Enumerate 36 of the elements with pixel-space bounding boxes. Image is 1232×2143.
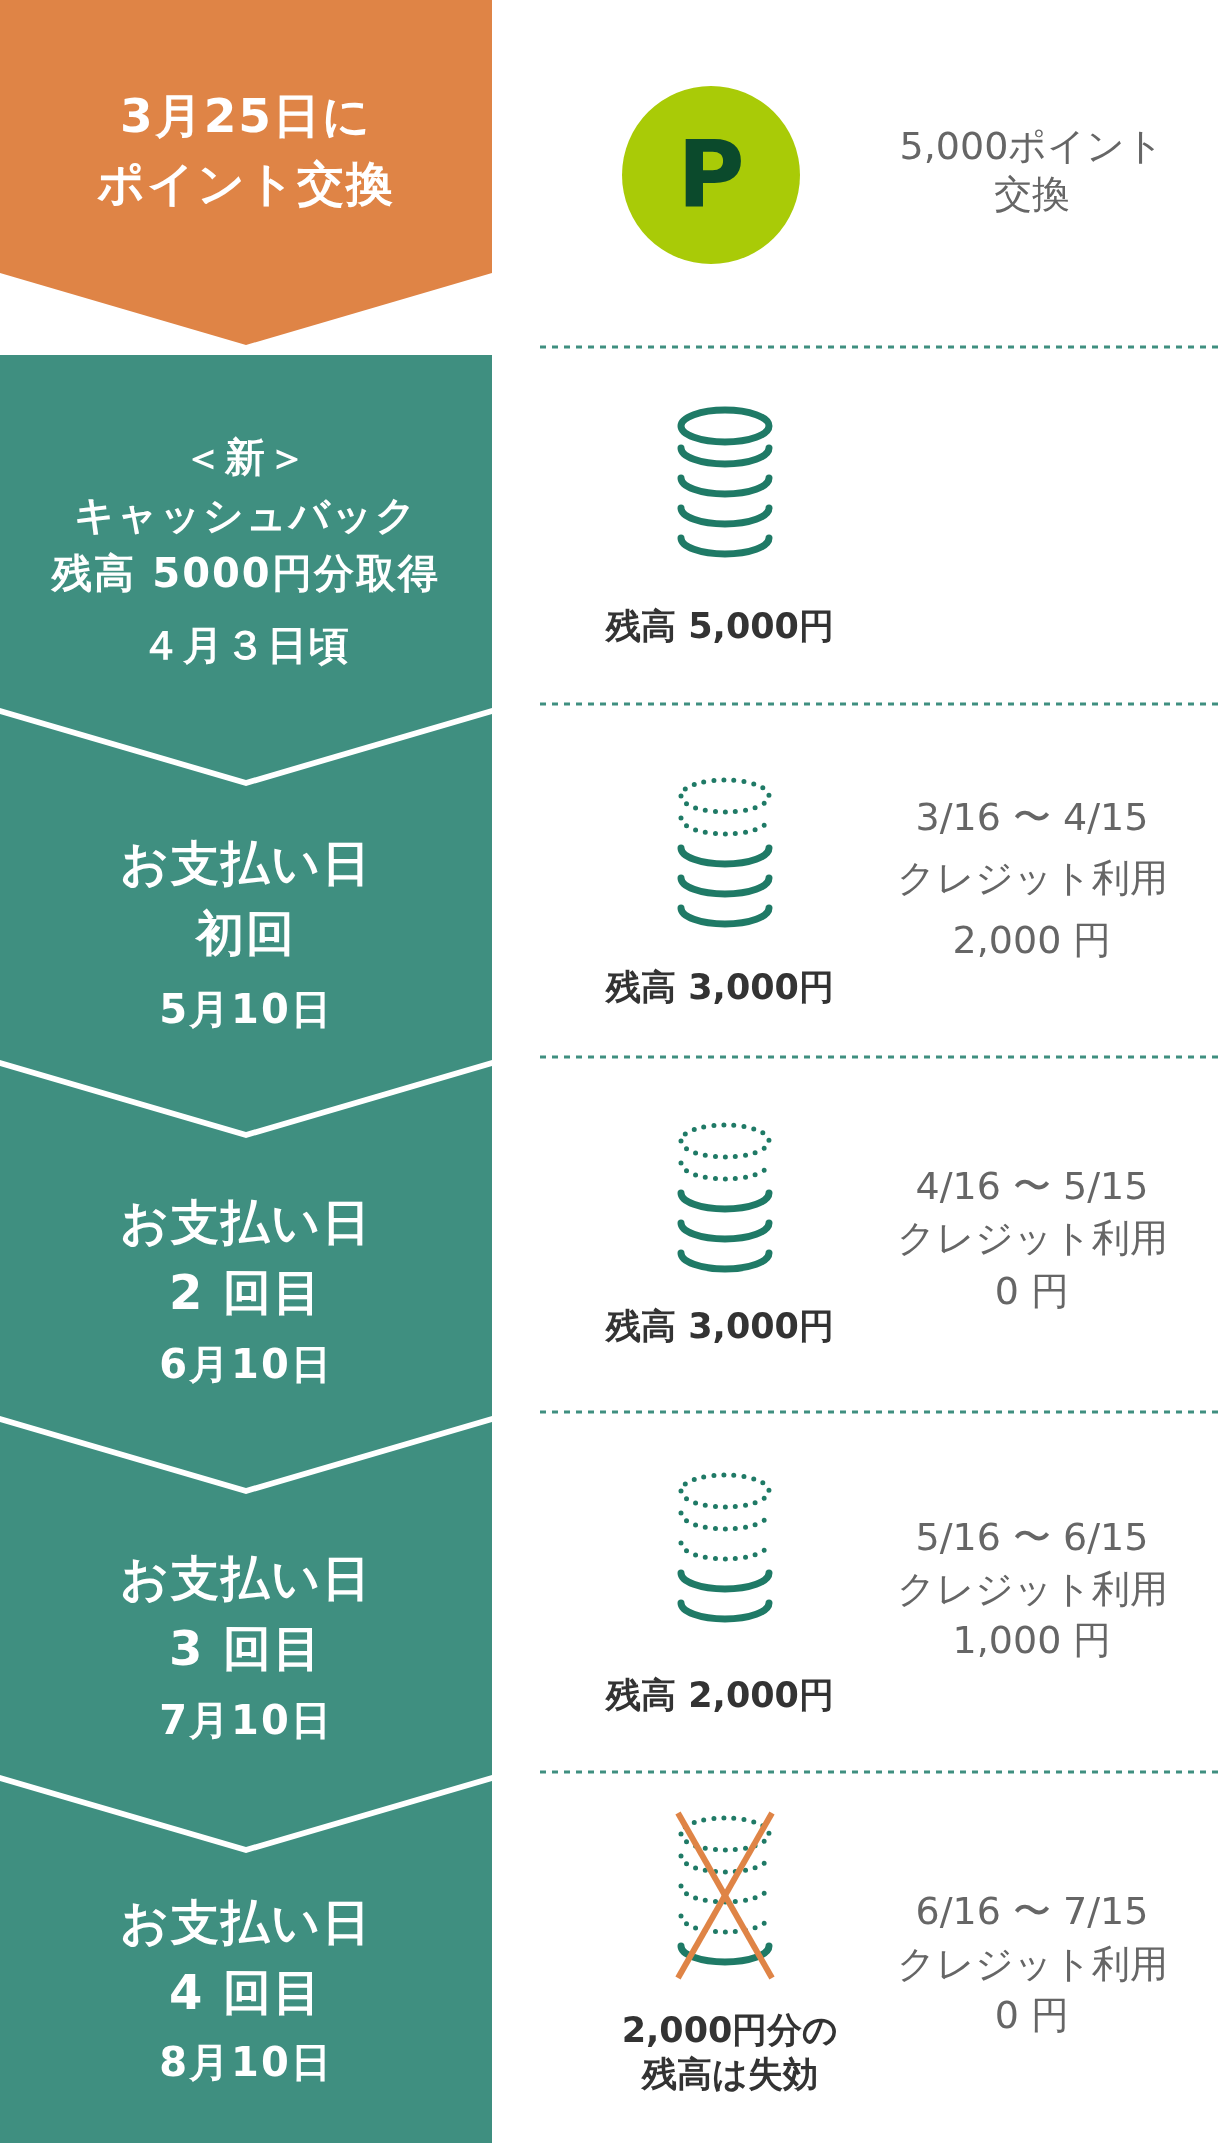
balance-text: 残高 2,000円	[606, 1673, 834, 1717]
date-text: 5月10日	[159, 985, 333, 1034]
usage-text: クレジット利用	[896, 1215, 1168, 1263]
balance-text: 残高 3,000円	[606, 965, 834, 1009]
exchange-note: 5,000ポイント交換	[899, 122, 1165, 217]
band-heading: お支払い日2 回目	[120, 1193, 372, 1322]
usage-text: クレジット利用	[896, 1566, 1168, 1614]
band-heading: お支払い日3 回目	[120, 1549, 372, 1678]
chevron-band	[0, 714, 492, 1132]
chevron-band	[0, 355, 492, 780]
amount-text: 0 円	[994, 1992, 1070, 2040]
usage-text: クレジット利用	[896, 855, 1168, 903]
date-text: 7月10日	[159, 1696, 333, 1745]
band-heading: お支払い日初回	[120, 834, 372, 963]
chevron-band	[0, 1422, 492, 1847]
period-text: 6/16 〜 7/15	[915, 1888, 1149, 1936]
period-text: 5/16 〜 6/15	[915, 1514, 1149, 1562]
date-text: 8月10日	[159, 2038, 333, 2087]
band-heading: ＜新＞キャッシュバック残高 5000円分取得	[52, 433, 440, 598]
amount-text: 1,000 円	[952, 1617, 1112, 1665]
chevron-band	[0, 1781, 492, 2143]
period-text: 3/16 〜 4/15	[915, 794, 1149, 842]
point-letter: P	[677, 129, 745, 221]
amount-text: 2,000 円	[952, 917, 1112, 965]
expiry-note: 2,000円分の残高は失効	[621, 2009, 839, 2096]
chevron-band	[0, 0, 492, 345]
balance-text: 残高 3,000円	[606, 1304, 834, 1348]
amount-text: 0 円	[994, 1268, 1070, 1316]
chevron-band	[0, 1066, 492, 1488]
band-heading: お支払い日4 回目	[120, 1893, 372, 2022]
date-text: 6月10日	[159, 1340, 333, 1389]
band-heading: 3月25日にポイント交換	[97, 86, 395, 213]
balance-text: 残高 5,000円	[606, 604, 834, 648]
usage-text: クレジット利用	[896, 1941, 1168, 1989]
date-text: ４月３日頃	[141, 621, 351, 670]
period-text: 4/16 〜 5/15	[915, 1163, 1149, 1211]
